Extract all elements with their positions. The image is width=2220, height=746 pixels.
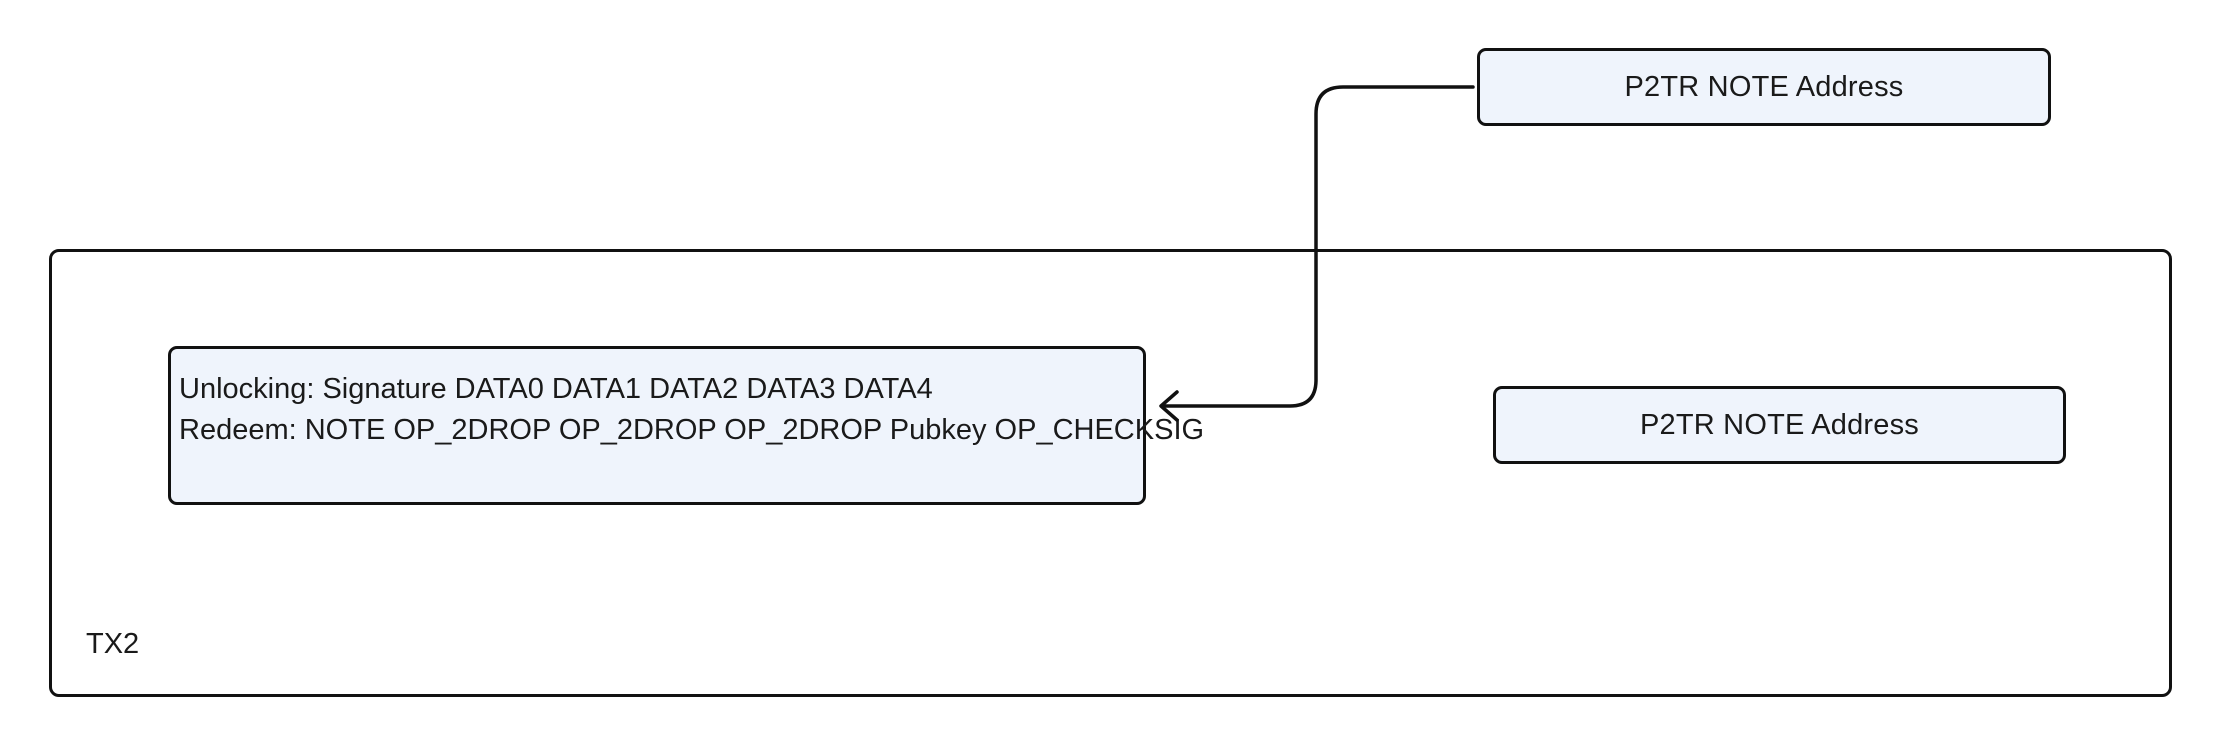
script-node[interactable]: Unlocking: Signature DATA0 DATA1 DATA2 D…: [168, 346, 1205, 505]
tx2-output-node[interactable]: P2TR NOTE Address: [1493, 386, 2066, 464]
redeem-script-text: Redeem: NOTE OP_2DROP OP_2DROP OP_2DROP …: [179, 414, 1205, 446]
top-address-node[interactable]: P2TR NOTE Address: [1477, 48, 2051, 126]
top-address-label: P2TR NOTE Address: [1624, 70, 1904, 103]
unlocking-script-text: Unlocking: Signature DATA0 DATA1 DATA2 D…: [179, 373, 933, 405]
tx2-output-label: P2TR NOTE Address: [1640, 408, 1919, 441]
tx2-label: TX2: [86, 628, 140, 660]
